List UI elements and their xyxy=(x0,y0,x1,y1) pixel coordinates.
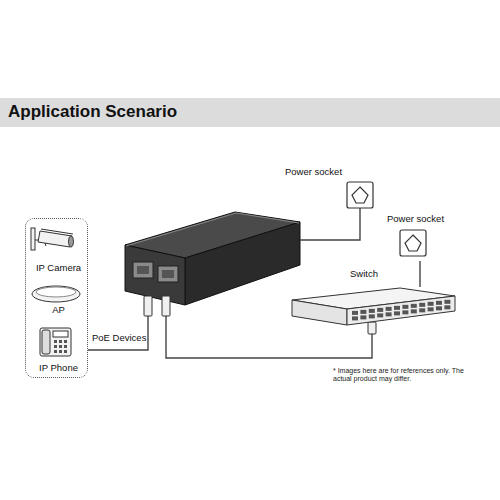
switch-port xyxy=(402,305,408,309)
access-point-icon xyxy=(32,286,80,302)
switch-port xyxy=(436,306,442,310)
switch-port xyxy=(377,308,383,312)
ip-camera-icon xyxy=(31,228,74,250)
diagram-title: Application Scenario xyxy=(8,102,177,122)
switch-port xyxy=(402,310,408,314)
keypad-key xyxy=(54,340,57,343)
keypad-key xyxy=(59,350,62,353)
keypad-key xyxy=(64,340,67,343)
switch-port xyxy=(360,310,366,314)
switch-port xyxy=(394,306,400,310)
network-switch xyxy=(292,288,455,325)
node-label: Power socket xyxy=(387,214,444,225)
keypad-key xyxy=(54,350,57,353)
device-group: PoE DevicesIP CameraAPIP Phone xyxy=(25,218,88,378)
footnote: * Images here are for references only. T… xyxy=(333,367,473,384)
keypad-key xyxy=(59,340,62,343)
switch-port xyxy=(419,303,425,307)
switch-port xyxy=(352,316,358,320)
device-icon-box: IP Phone xyxy=(29,325,88,375)
keypad-key xyxy=(54,345,57,348)
switch-port xyxy=(411,304,417,308)
switch-port xyxy=(386,312,392,316)
power-cable xyxy=(300,208,360,240)
switch-port xyxy=(377,313,383,317)
poe-injector xyxy=(125,212,300,305)
device-icon-box: IP Camera xyxy=(29,225,88,275)
device-icon-box: AP xyxy=(29,281,88,317)
switch-port xyxy=(352,311,358,315)
group-heading: PoE Devices xyxy=(92,333,146,344)
switch-port xyxy=(394,311,400,315)
switch-port xyxy=(436,301,442,305)
switch-port xyxy=(386,307,392,311)
switch-port xyxy=(428,302,434,306)
node-label: IP Phone xyxy=(29,363,88,374)
switch-port xyxy=(444,305,450,309)
switch-port xyxy=(369,314,375,318)
switch-port xyxy=(428,307,434,311)
switch-port xyxy=(444,300,450,304)
switch-port xyxy=(369,309,375,313)
node-label: IP Camera xyxy=(29,263,88,274)
device-label: Switch xyxy=(350,269,378,280)
node-label: Power socket xyxy=(285,167,342,178)
ip-phone-icon xyxy=(40,328,71,356)
switch-box: Switch xyxy=(290,287,457,327)
keypad-key xyxy=(64,345,67,348)
switch-port xyxy=(419,308,425,312)
keypad-key xyxy=(59,345,62,348)
cable-line xyxy=(419,261,420,287)
switch-port xyxy=(411,309,417,313)
node-label: AP xyxy=(29,305,88,316)
power-cable xyxy=(420,261,421,287)
power-socket-box: Power socket xyxy=(283,166,378,212)
keypad-key xyxy=(64,350,67,353)
power-socket-box: Power socket xyxy=(385,213,455,261)
switch-port xyxy=(360,315,366,319)
